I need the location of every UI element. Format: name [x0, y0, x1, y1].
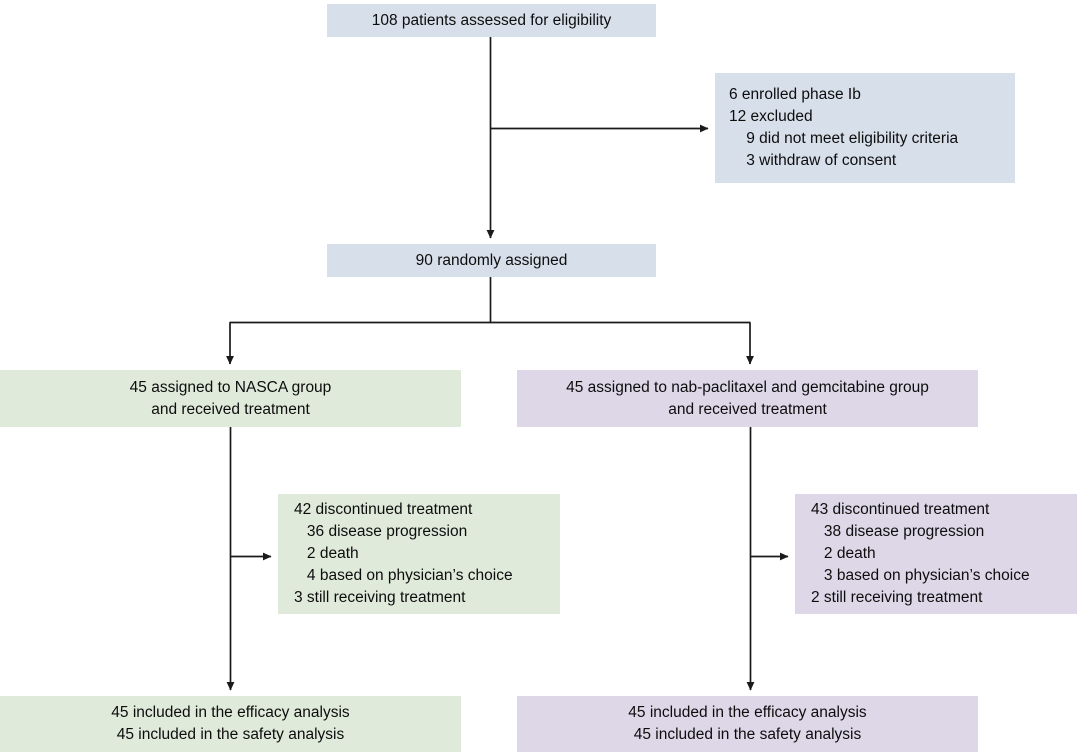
discont-right-line-2: 38 disease progression — [811, 523, 985, 540]
node-analysis-control: 45 included in the efficacy analysis 45 … — [517, 696, 978, 752]
excluded-line-4: 3 withdraw of consent — [729, 152, 897, 169]
excluded-line-3: 9 did not meet eligibility criteria — [729, 130, 959, 147]
analysis-right-line-2: 45 included in the safety analysis — [633, 726, 862, 743]
arm-right-line-1: 45 assigned to nab-paclitaxel and gemcit… — [566, 378, 929, 396]
arm-right-line-2: and received treatment — [668, 400, 827, 418]
node-excluded: 6 enrolled phase Ib 12 excluded 9 did no… — [715, 73, 1015, 183]
discont-right-line-4: 3 based on physician’s choice — [811, 567, 1030, 584]
excluded-line-1: 6 enrolled phase Ib — [729, 86, 861, 103]
node-randomized: 90 randomly assigned — [327, 244, 656, 277]
analysis-right-line-1: 45 included in the efficacy analysis — [628, 704, 867, 721]
arm-left-line-1: 45 assigned to NASCA group — [129, 378, 332, 396]
analysis-left-line-2: 45 included in the safety analysis — [116, 726, 345, 743]
discont-left-line-4: 4 based on physician’s choice — [294, 567, 513, 584]
discont-right-line-5: 2 still receiving treatment — [811, 589, 983, 606]
discont-right-line-3: 2 death — [811, 545, 876, 562]
node-discontinued-nasca: 42 discontinued treatment 36 disease pro… — [278, 494, 560, 614]
node-analysis-nasca: 45 included in the efficacy analysis 45 … — [0, 696, 461, 752]
discont-left-line-3: 2 death — [294, 545, 359, 562]
excluded-line-2: 12 excluded — [729, 108, 813, 125]
randomized-line-1: 90 randomly assigned — [415, 251, 568, 269]
discont-left-line-1: 42 discontinued treatment — [294, 501, 473, 518]
screening-line-1: 108 patients assessed for eligibility — [371, 11, 612, 29]
arm-left-line-2: and received treatment — [151, 400, 310, 418]
node-arm-control: 45 assigned to nab-paclitaxel and gemcit… — [517, 370, 978, 427]
node-arm-nasca: 45 assigned to NASCA group and received … — [0, 370, 461, 427]
analysis-left-line-1: 45 included in the efficacy analysis — [111, 704, 350, 721]
discont-right-line-1: 43 discontinued treatment — [811, 501, 990, 518]
node-discontinued-control: 43 discontinued treatment 38 disease pro… — [795, 494, 1077, 614]
discont-left-line-2: 36 disease progression — [294, 523, 468, 540]
discont-left-line-5: 3 still receiving treatment — [294, 589, 466, 606]
node-screening: 108 patients assessed for eligibility — [327, 4, 656, 37]
